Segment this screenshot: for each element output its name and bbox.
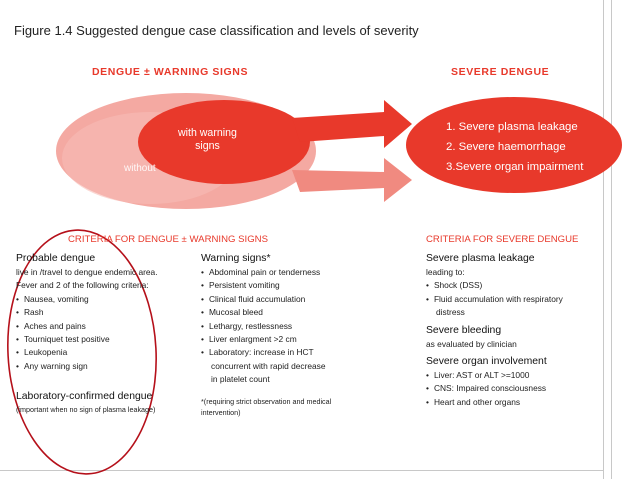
probable-item: Any warning sign	[16, 360, 158, 373]
probable-item: Tourniquet test positive	[16, 333, 158, 346]
lab-confirmed-note: (important when no sign of plasma leakag…	[16, 405, 156, 415]
slide-rule-vertical	[603, 0, 604, 479]
warning-item: Liver enlargment >2 cm	[201, 333, 331, 346]
probable-item: Aches and pains	[16, 320, 158, 333]
figure-title: Figure 1.4 Suggested dengue case classif…	[14, 23, 419, 38]
plasma-heading: Severe plasma leakage	[426, 253, 535, 264]
header-dengue-warning: DENGUE ± WARNING SIGNS	[92, 66, 249, 78]
inner-ellipse-warning	[138, 100, 310, 184]
warning-item: Mucosal bleed	[201, 306, 331, 319]
arrow-upper	[292, 100, 412, 148]
warning-cont-1: concurrent with rapid decrease	[211, 360, 326, 371]
label-with-warning-signs: with warning signs	[178, 127, 237, 152]
organ-item: Heart and other organs	[426, 396, 563, 409]
criteria-dengue-title: CRITERIA FOR DENGUE ± WARNING SIGNS	[68, 234, 268, 245]
probable-dengue-column: Probable dengue live in /travel to dengu…	[16, 251, 158, 415]
warning-item: Clinical fluid accumulation	[201, 293, 331, 306]
probable-item: Leukopenia	[16, 346, 158, 359]
warning-note-2: intervention)	[201, 407, 241, 417]
severe-dengue-column: Severe plasma leakage leading to: Shock …	[426, 251, 563, 409]
probable-line1: live in /travel to dengue endemic area.	[16, 267, 158, 277]
severe-dengue-ellipse	[406, 97, 622, 193]
arrow-lower	[292, 158, 412, 202]
bleeding-heading: Severe bleeding	[426, 324, 502, 336]
probable-item: Rash	[16, 306, 158, 319]
severe-item-1: 1. Severe plasma leakage	[446, 121, 578, 133]
plasma-cont: distress	[436, 307, 465, 318]
warning-item: Persistent vomiting	[201, 279, 331, 292]
warning-heading: Warning signs*	[201, 253, 271, 264]
probable-heading: Probable dengue	[16, 253, 96, 264]
warning-cont-2: in platelet count	[211, 374, 270, 385]
slide-rule-bottom	[0, 470, 603, 471]
warning-note-1: *(requiring strict observation and medic…	[201, 396, 332, 406]
organ-heading: Severe organ involvement	[426, 356, 547, 368]
bleeding-sub: as evaluated by clinician	[426, 338, 517, 349]
probable-line2: Fever and 2 of the following criteria:	[16, 280, 149, 291]
lab-confirmed-heading: Laboratory-confirmed dengue	[16, 391, 153, 403]
severe-criteria-list: 1. Severe plasma leakage 2. Severe haemo…	[446, 117, 583, 177]
warning-item: Laboratory: increase in HCT	[201, 346, 331, 359]
plasma-item: Fluid accumulation with respiratory	[426, 293, 563, 306]
organ-item: CNS: Impaired consciousness	[426, 382, 563, 395]
warning-item: Abdominal pain or tenderness	[201, 266, 331, 279]
probable-item: Nausea, vomiting	[16, 293, 158, 306]
plasma-item: Shock (DSS)	[426, 279, 563, 292]
slide-rule-vertical-2	[611, 0, 612, 479]
severe-item-2: 2. Severe haemorrhage	[446, 141, 566, 153]
label-without: without	[124, 163, 156, 174]
warning-signs-column: Warning signs* Abdominal pain or tendern…	[201, 251, 331, 418]
warning-item: Lethargy, restlessness	[201, 320, 331, 333]
plasma-sub: leading to:	[426, 267, 465, 277]
criteria-severe-title: CRITERIA FOR SEVERE DENGUE	[426, 234, 579, 245]
severe-item-3: 3.Severe organ impairment	[446, 161, 584, 173]
organ-item: Liver: AST or ALT >=1000	[426, 369, 563, 382]
header-severe-dengue: SEVERE DENGUE	[451, 66, 550, 78]
